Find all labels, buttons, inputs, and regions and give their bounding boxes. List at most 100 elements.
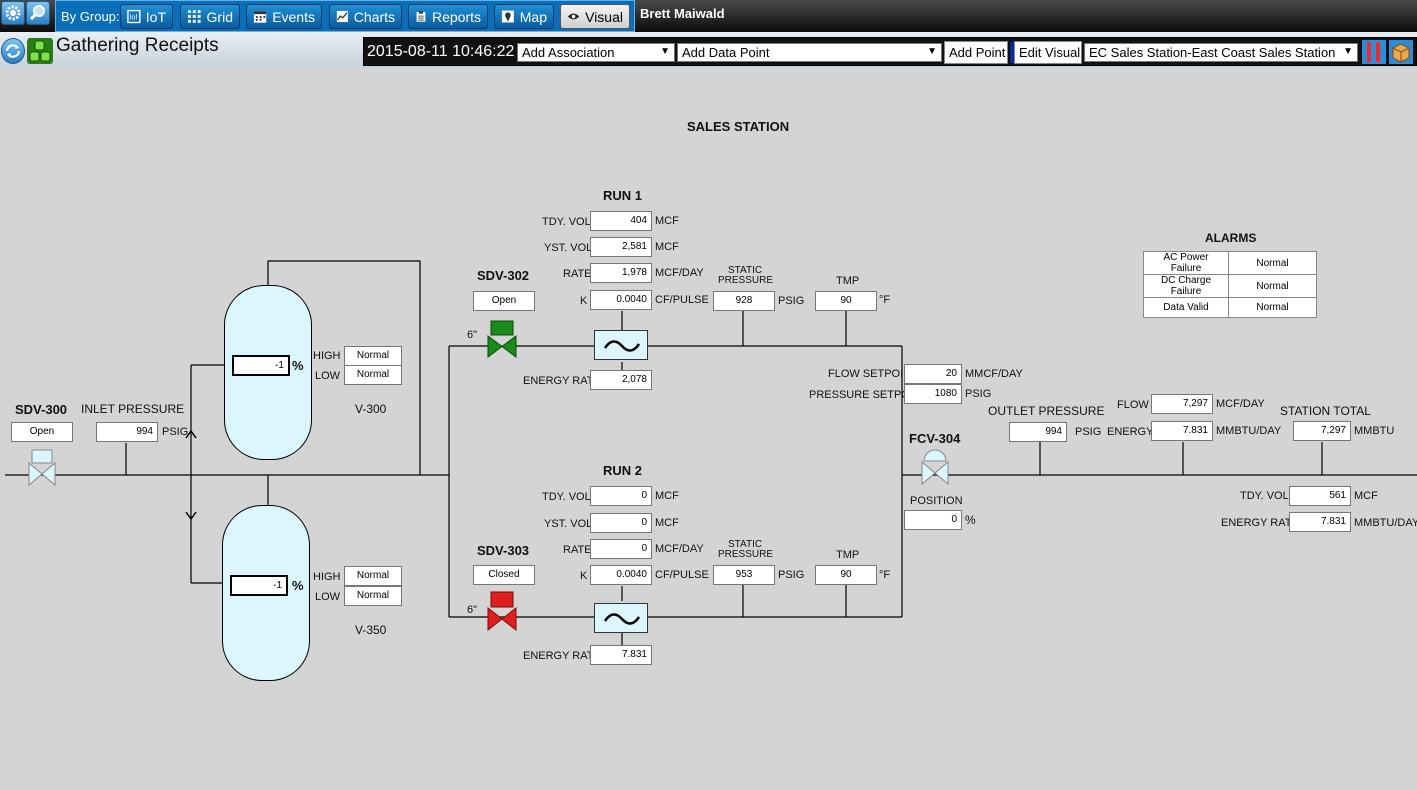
pressure-setpoint-label: PRESSURE SETPOINT	[809, 389, 928, 401]
station-total-unit: MMBTU	[1354, 425, 1395, 437]
sdv303-size: 6"	[467, 604, 478, 616]
grid-icon	[187, 10, 201, 23]
v350-level-value[interactable]: -1	[230, 575, 288, 596]
dropdown-caret-icon: ▼	[927, 46, 937, 57]
sdv300-status[interactable]: Open	[11, 422, 73, 442]
add-data-point-select[interactable]: Add Data Point ▼	[677, 43, 942, 62]
sine-wave-icon	[603, 340, 641, 352]
piping-lines	[5, 260, 1417, 646]
v350-level-percent: %	[292, 578, 304, 593]
run2-tmp-value[interactable]: 90	[815, 565, 877, 585]
nav-grid-button[interactable]: Grid	[180, 4, 240, 29]
run2-static-label-line2: PRESSURE	[718, 549, 774, 560]
settings-gear-button[interactable]	[1, 1, 25, 25]
station-energy-rate-value[interactable]: 7.831	[1289, 512, 1351, 532]
alarms-title: ALARMS	[1205, 231, 1257, 245]
page-title: Gathering Receipts	[56, 35, 219, 56]
run2-yst-unit: MCF	[655, 517, 679, 529]
outlet-pressure-value[interactable]: 994	[1009, 422, 1067, 442]
run2-k-unit: CF/PULSE	[655, 569, 709, 581]
alarm-row: Data Valid Normal	[1143, 297, 1317, 318]
v300-low-status[interactable]: Normal	[344, 365, 402, 385]
toolbar-divider	[1010, 42, 1014, 63]
package-button[interactable]	[1389, 40, 1413, 64]
alarm-status[interactable]: Normal	[1228, 251, 1317, 275]
search-button[interactable]	[26, 1, 50, 25]
process-diagram: SALES STATION SDV-300 Open INLET PRESSUR…	[0, 68, 1417, 790]
alarm-name: Data Valid	[1143, 297, 1229, 318]
run2-energy-label: ENERGY RATE	[523, 650, 601, 662]
energy-unit: MMBTU/DAY	[1216, 425, 1282, 437]
sdv302-valve-open-icon[interactable]	[487, 320, 517, 358]
fcv304-position-label: POSITION	[910, 495, 963, 507]
run1-energy-value[interactable]: 2,078	[590, 370, 652, 390]
v350-low-status[interactable]: Normal	[344, 586, 402, 606]
refresh-button[interactable]	[1, 38, 25, 64]
inlet-pressure-value[interactable]: 994	[96, 422, 158, 442]
run2-rate-value[interactable]: 0	[590, 539, 652, 559]
group-label: By Group:	[61, 9, 120, 24]
sdv303-status[interactable]: Closed	[473, 565, 535, 585]
run2-k-value[interactable]: 0.0040	[590, 565, 652, 585]
run1-tmp-value[interactable]: 90	[815, 291, 877, 311]
fcv304-control-valve-icon[interactable]	[921, 448, 949, 486]
run2-yst-label: YST. VOL.	[544, 518, 596, 530]
alarm-status[interactable]: Normal	[1228, 274, 1317, 298]
layout-columns-button[interactable]	[1362, 40, 1386, 64]
nav-events-button[interactable]: Events	[246, 4, 322, 29]
v350-high-status[interactable]: Normal	[344, 566, 402, 586]
station-select[interactable]: EC Sales Station-East Coast Sales Statio…	[1084, 43, 1358, 62]
nav-visual-button[interactable]: Visual	[560, 4, 630, 29]
run2-yst-value[interactable]: 0	[590, 513, 652, 533]
v300-level-value[interactable]: -1	[232, 355, 290, 376]
add-data-point-value: Add Data Point	[682, 45, 770, 60]
station-tdy-value[interactable]: 561	[1289, 486, 1351, 506]
edit-visual-button[interactable]: Edit Visual	[1014, 41, 1082, 64]
alarm-name: DC Charge Failure	[1143, 274, 1229, 298]
sdv300-valve-icon[interactable]	[28, 449, 56, 487]
run2-tdy-value[interactable]: 0	[590, 486, 652, 506]
run1-flow-meter[interactable]	[594, 330, 648, 360]
run1-tmp-unit: °F	[879, 294, 891, 306]
run1-static-value[interactable]: 928	[713, 291, 775, 311]
run1-tdy-value[interactable]: 404	[590, 211, 652, 231]
run1-static-label-line1: STATIC	[728, 265, 763, 276]
sdv302-status[interactable]: Open	[473, 291, 535, 311]
nav-reports-button[interactable]: Reports	[408, 4, 488, 29]
v300-high-status[interactable]: Normal	[344, 346, 402, 366]
sdv303-valve-closed-icon[interactable]	[487, 591, 517, 631]
clipboard-icon	[416, 11, 426, 22]
add-point-button[interactable]: Add Point	[944, 41, 1008, 64]
run2-energy-value[interactable]: 7.831	[590, 645, 652, 665]
fcv304-position-value[interactable]: 0	[904, 510, 962, 530]
outlet-pressure-unit: PSIG	[1075, 426, 1102, 438]
alarm-row: DC Charge Failure Normal	[1143, 274, 1317, 298]
group-tiles-button[interactable]	[27, 38, 53, 64]
v300-high-label: HIGH	[313, 350, 341, 362]
alarm-status[interactable]: Normal	[1228, 297, 1317, 318]
flow-unit: MCF/DAY	[1216, 398, 1265, 410]
nav-map-button[interactable]: Map	[494, 4, 554, 29]
nav-iot-button[interactable]: lol IoT	[120, 4, 173, 29]
add-association-select[interactable]: Add Association ▼	[517, 43, 675, 62]
fcv304-name: FCV-304	[909, 431, 961, 446]
run1-k-value[interactable]: 0.0040	[590, 290, 652, 310]
energy-value[interactable]: 7.831	[1151, 421, 1213, 441]
run1-rate-value[interactable]: 1,978	[590, 263, 652, 283]
run2-static-value[interactable]: 953	[713, 565, 775, 585]
group-nav: By Group: lol IoT Grid Events Charts Rep…	[55, 0, 635, 32]
map-pin-icon	[501, 10, 514, 23]
tiles-icon	[29, 40, 51, 62]
run1-k-unit: CF/PULSE	[655, 294, 709, 306]
flow-value[interactable]: 7,297	[1151, 394, 1213, 414]
nav-map-label: Map	[519, 8, 547, 25]
flow-setpoint-value[interactable]: 20	[904, 364, 962, 384]
nav-charts-button[interactable]: Charts	[329, 4, 402, 29]
run1-yst-value[interactable]: 2,581	[590, 237, 652, 257]
run2-static-label-line1: STATIC	[728, 539, 763, 550]
run1-rate-unit: MCF/DAY	[655, 267, 704, 279]
run2-flow-meter[interactable]	[594, 603, 648, 633]
fcv304-position-unit: %	[965, 513, 976, 527]
station-total-value[interactable]: 7,297	[1293, 421, 1351, 441]
pressure-setpoint-value[interactable]: 1080	[904, 384, 962, 404]
